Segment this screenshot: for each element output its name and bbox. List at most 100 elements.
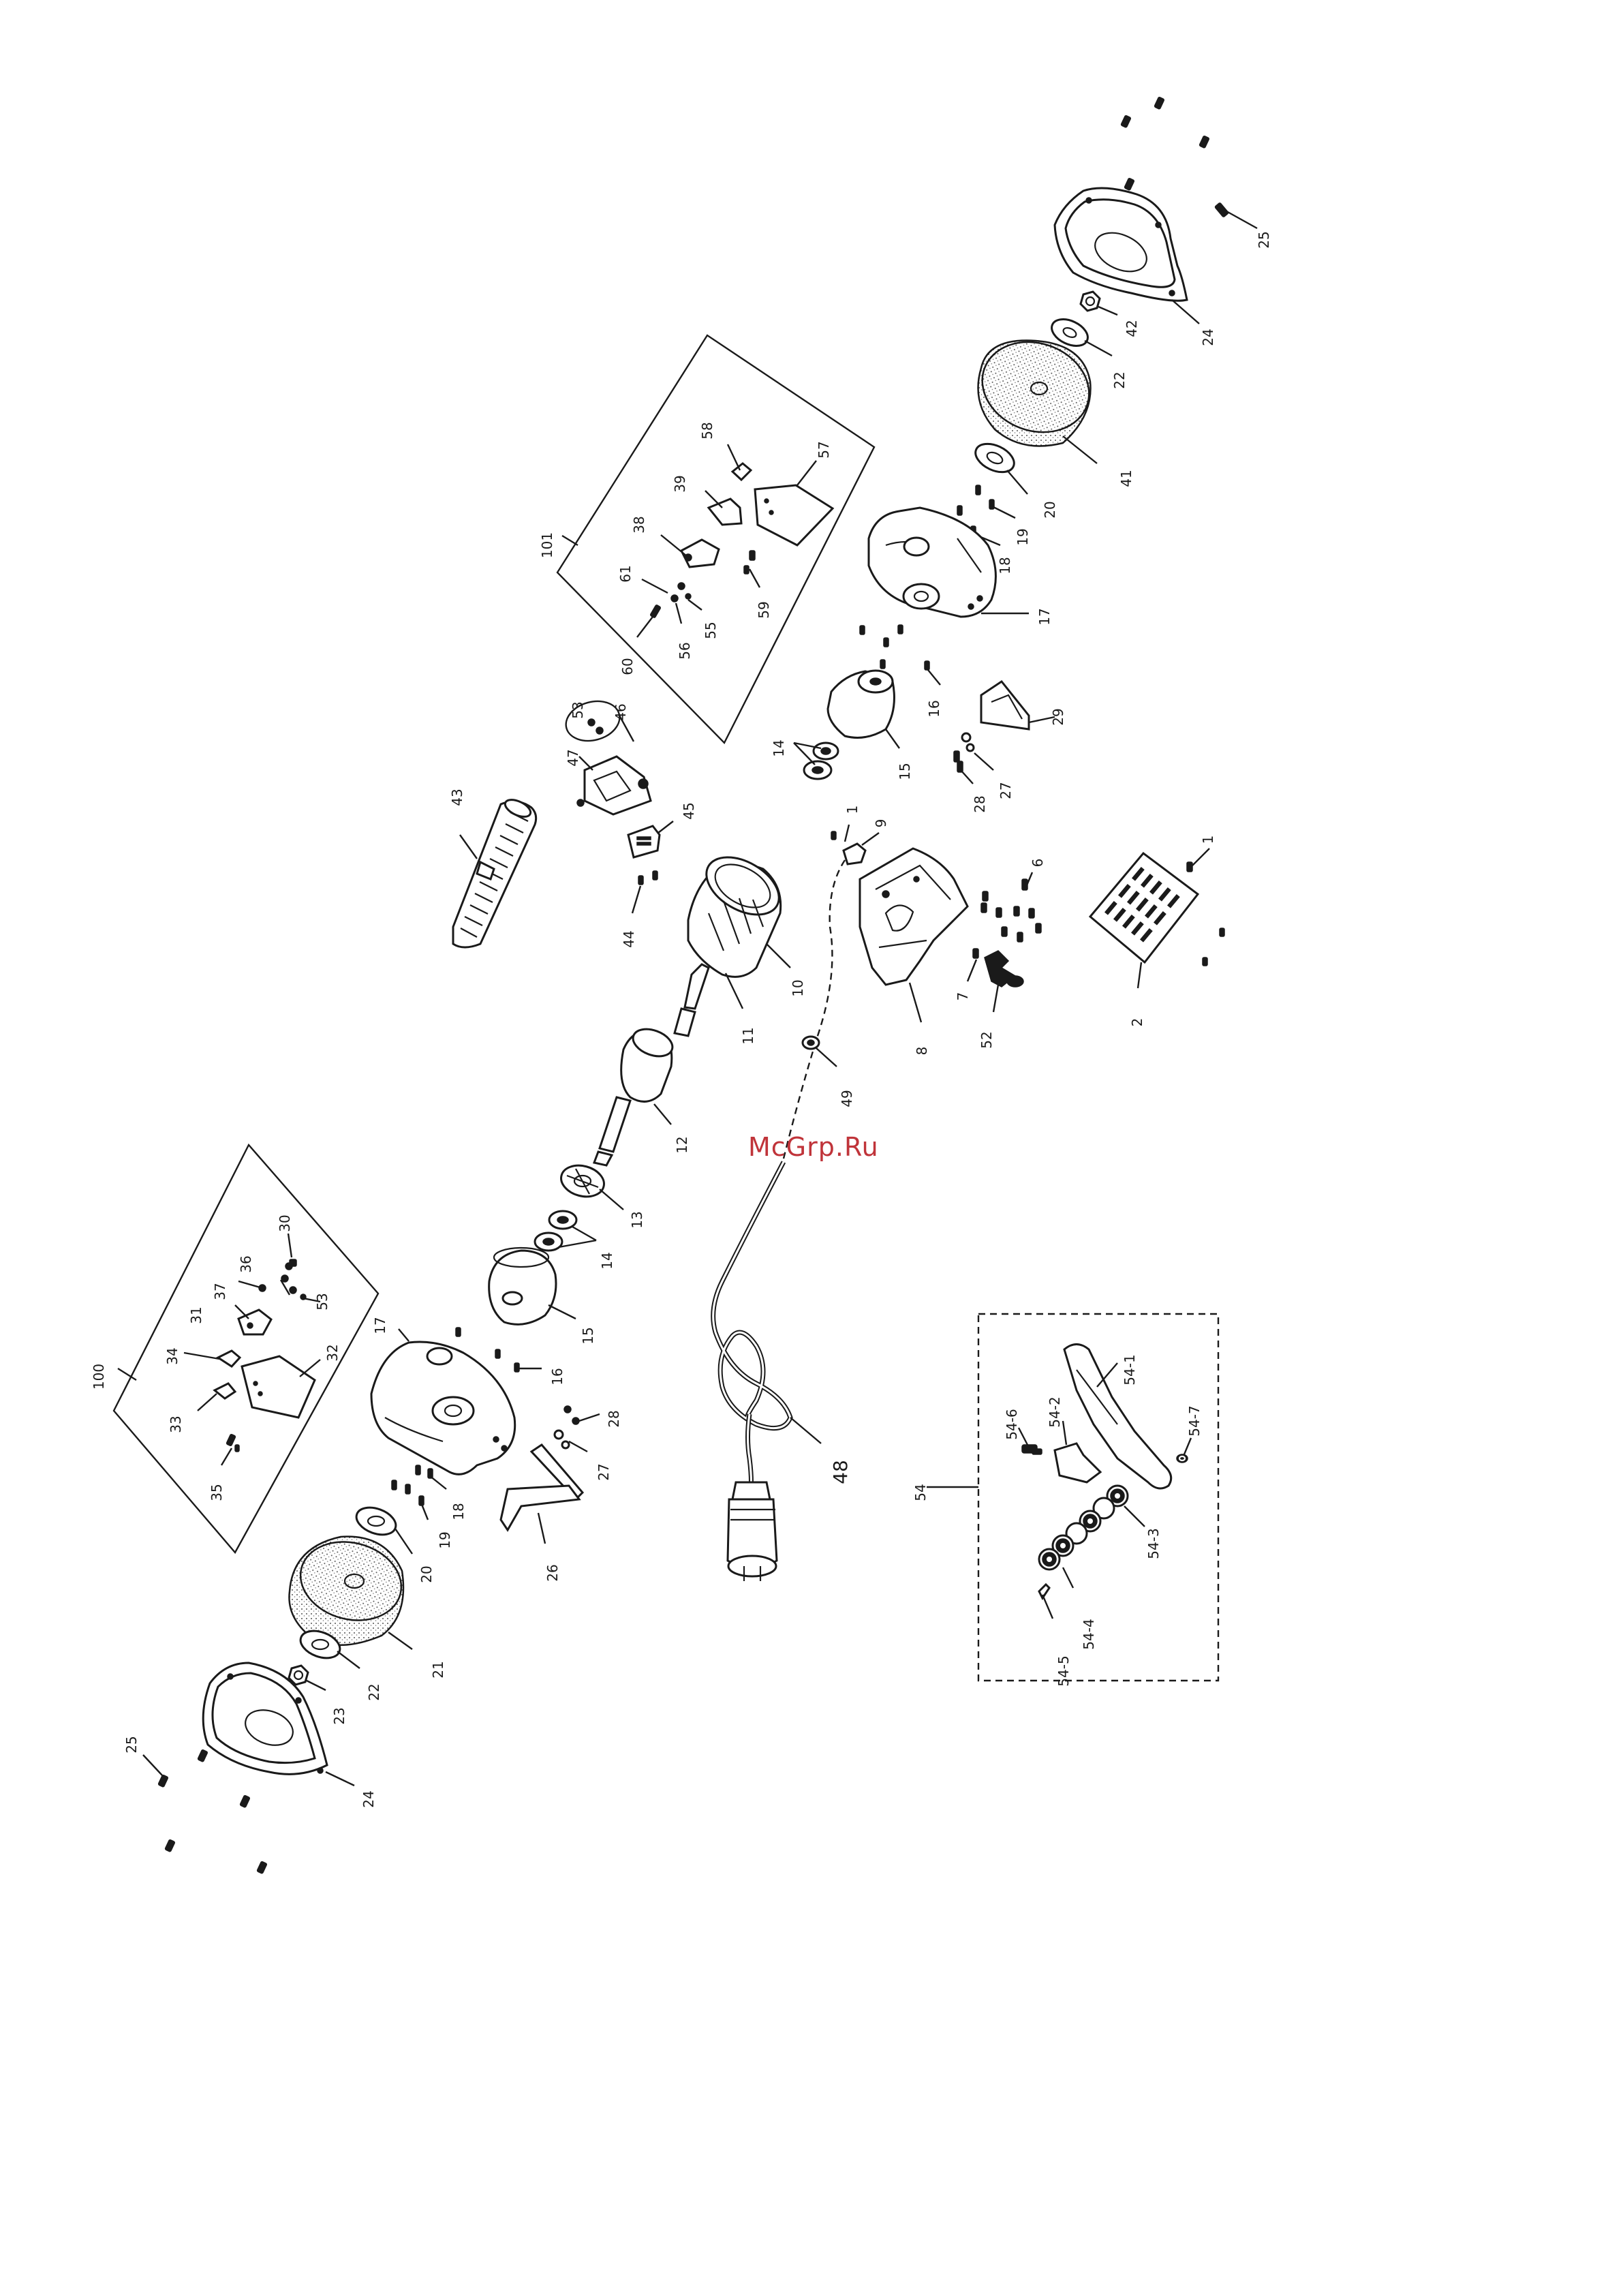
part-label-15: 15 [897, 763, 913, 780]
part-label-20b: 20 [418, 1565, 435, 1582]
switch-plate-9 [831, 825, 879, 864]
part-label-1b: 1 [844, 806, 861, 814]
part-label-58: 58 [699, 422, 715, 439]
part-label-101: 101 [539, 532, 555, 558]
loose-screws-top [1121, 97, 1209, 190]
switch-housing-44-47 [561, 696, 673, 913]
part-label-28b: 28 [606, 1410, 622, 1427]
part-label-23: 23 [331, 1707, 347, 1724]
tool-rest-bracket-right [981, 682, 1055, 729]
part-label-54-1: 54-1 [1122, 1354, 1138, 1385]
part-label-56: 56 [677, 642, 693, 659]
housing-cover-left [371, 1329, 515, 1474]
part-label-61: 61 [617, 565, 634, 582]
part-label-39: 39 [672, 475, 688, 492]
part-label-21: 21 [430, 1661, 446, 1678]
vent-grille-2 [1090, 848, 1224, 988]
part-label-53b: 53 [314, 1293, 330, 1310]
part-label-27: 27 [998, 782, 1014, 799]
part-label-14b: 14 [599, 1252, 615, 1269]
wheel-guard-right [1055, 188, 1199, 324]
part-label-7: 7 [955, 992, 971, 1001]
loose-screws-left [143, 1749, 267, 1873]
part-label-54-3: 54-3 [1145, 1528, 1162, 1559]
part-label-6: 6 [1030, 859, 1046, 868]
part-label-25b: 25 [123, 1736, 140, 1753]
part-label-100: 100 [91, 1364, 107, 1390]
watermark: McGrp.Ru [748, 1132, 879, 1162]
part-label-20: 20 [1042, 501, 1058, 518]
part-label-38: 38 [631, 516, 647, 533]
part-label-19: 19 [1015, 528, 1031, 545]
part-label-29: 29 [1050, 708, 1066, 725]
motor-base-8 [860, 848, 968, 1022]
fan-13 [557, 1161, 623, 1210]
part-label-12: 12 [674, 1136, 690, 1153]
part-label-53: 53 [570, 701, 586, 718]
part-label-17: 17 [1036, 608, 1053, 625]
part-label-59: 59 [756, 601, 772, 618]
part-label-1: 1 [1200, 836, 1216, 844]
part-label-28: 28 [972, 795, 988, 812]
bearing-cap-left [489, 1248, 576, 1324]
part-label-24b: 24 [360, 1790, 377, 1807]
part-label-54: 54 [912, 1484, 929, 1501]
part-label-13: 13 [629, 1211, 645, 1228]
part-label-16: 16 [926, 700, 942, 717]
rotor-shaft-12 [594, 964, 709, 1165]
part-label-17b: 17 [372, 1317, 388, 1334]
part-label-36: 36 [238, 1255, 254, 1272]
part-label-41: 41 [1118, 470, 1134, 487]
part-label-34: 34 [164, 1347, 181, 1364]
part-label-47: 47 [565, 749, 581, 766]
part-label-45: 45 [681, 802, 697, 819]
power-cord-48 [713, 1162, 821, 1581]
dresser-kit-54 [927, 1314, 1218, 1681]
part-label-8: 8 [914, 1047, 930, 1056]
part-label-37: 37 [212, 1283, 228, 1300]
part-label-35: 35 [208, 1484, 225, 1501]
part-label-31: 31 [188, 1306, 204, 1323]
part-label-22b: 22 [366, 1683, 382, 1700]
part-label-18: 18 [997, 557, 1013, 574]
part-label-49: 49 [839, 1090, 855, 1107]
screws-27-28-right [954, 733, 993, 784]
screws-18-19-left [392, 1465, 446, 1520]
part-label-54-2: 54-2 [1047, 1396, 1063, 1427]
part-label-54-6: 54-6 [1004, 1409, 1020, 1439]
part-label-55: 55 [702, 622, 719, 639]
bearing-cap-right [828, 671, 899, 748]
part-label-11: 11 [740, 1027, 756, 1044]
part-label-27b: 27 [596, 1463, 612, 1480]
part-label-24: 24 [1200, 328, 1216, 346]
part-label-44: 44 [621, 930, 637, 947]
part-label-9: 9 [873, 819, 889, 828]
part-label-52: 52 [978, 1031, 995, 1048]
part-label-22: 22 [1111, 371, 1128, 388]
bearings-right [794, 743, 838, 779]
part-label-46: 46 [613, 703, 629, 720]
bearings-left [535, 1211, 596, 1251]
wire-clamp-49 [784, 860, 845, 1159]
part-label-18b: 18 [450, 1503, 467, 1520]
part-label-57: 57 [816, 441, 832, 458]
part-label-42: 42 [1124, 320, 1140, 337]
spindle-43 [453, 796, 536, 947]
part-label-25: 25 [1256, 231, 1272, 248]
part-label-43: 43 [449, 789, 465, 806]
part-label-16b: 16 [549, 1368, 566, 1385]
part-label-60: 60 [619, 658, 636, 675]
part-label-54-4: 54-4 [1081, 1619, 1097, 1649]
part-label-30: 30 [277, 1214, 293, 1231]
part-label-32: 32 [324, 1344, 341, 1361]
part-label-15b: 15 [580, 1327, 596, 1344]
switch-box-assembly-101 [557, 335, 874, 743]
part-label-54-7: 54-7 [1186, 1405, 1203, 1436]
part-label-26: 26 [544, 1564, 561, 1581]
screw-25-right [1215, 202, 1257, 228]
part-label-48: 48 [829, 1460, 852, 1484]
part-label-33: 33 [168, 1415, 184, 1433]
part-label-10: 10 [790, 979, 806, 996]
